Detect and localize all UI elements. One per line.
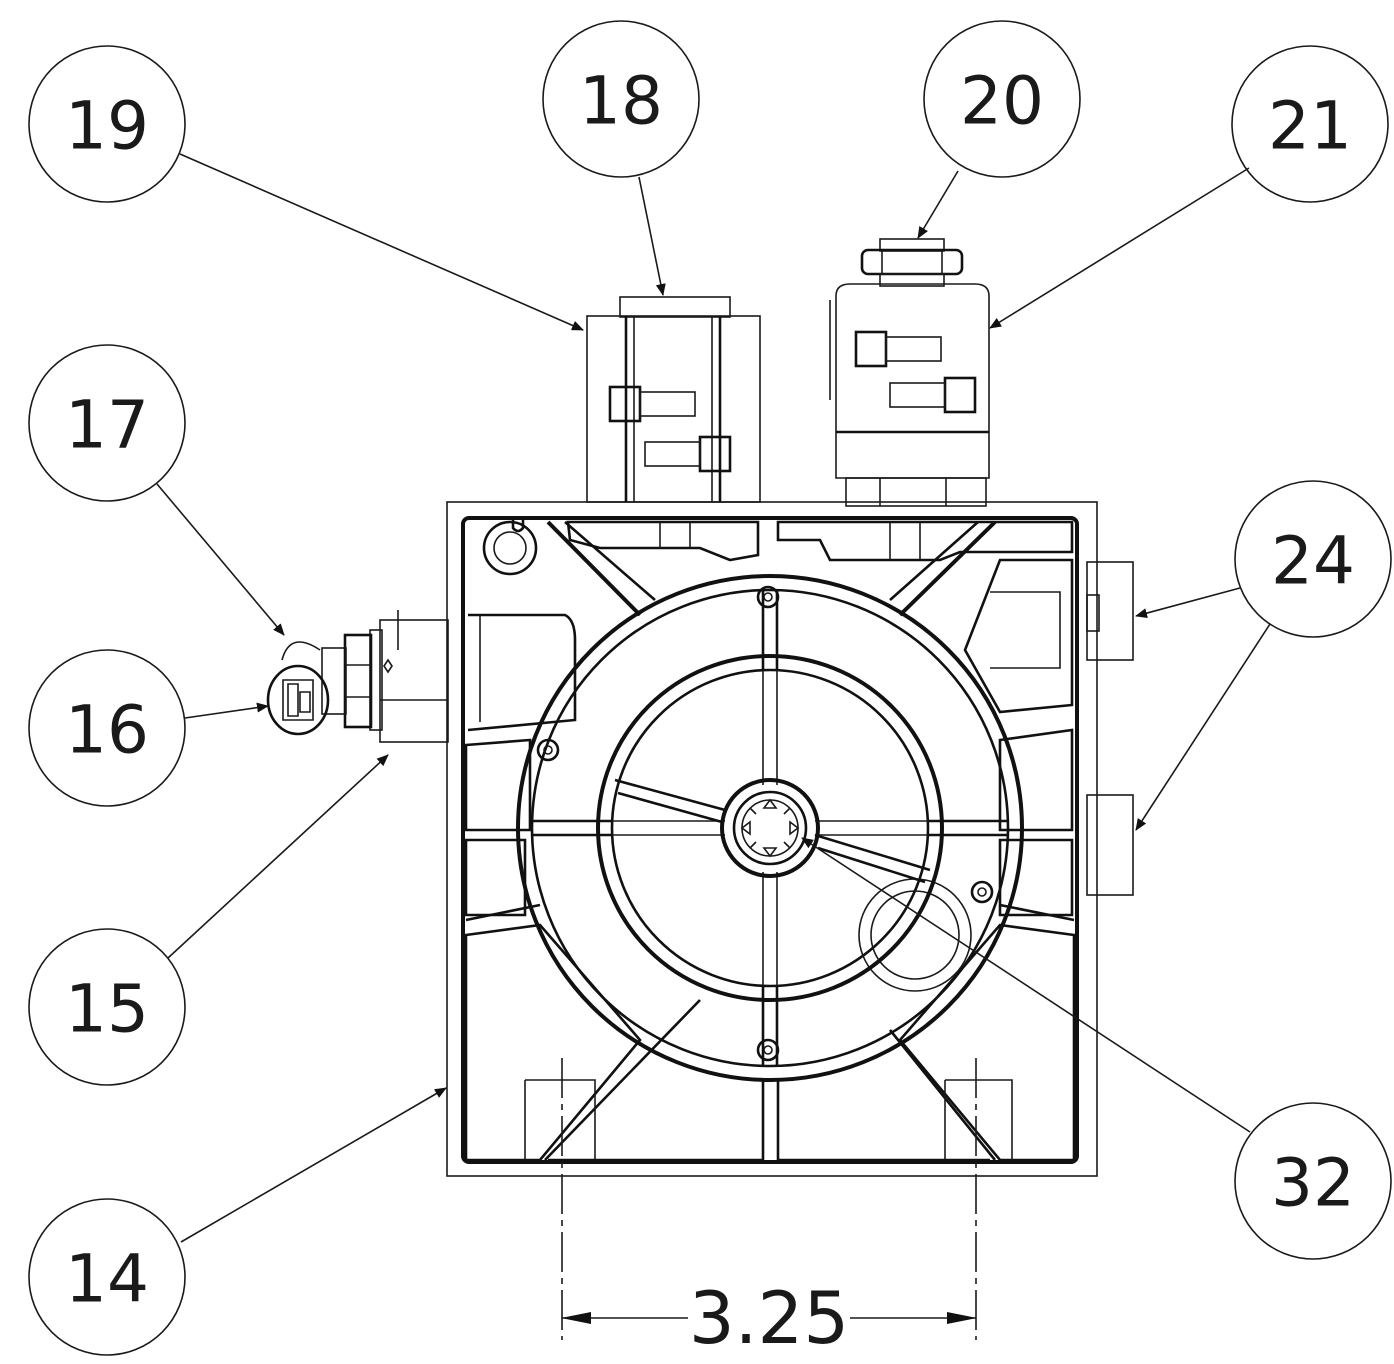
balloon-17: 17 bbox=[28, 344, 186, 502]
solenoid-valve-left bbox=[586, 296, 761, 503]
splined-shaft bbox=[720, 778, 820, 878]
bolt-lug-left bbox=[536, 738, 560, 762]
pump-body bbox=[446, 501, 1098, 1177]
balloon-16: 16 bbox=[28, 649, 186, 807]
balloon-20: 20 bbox=[923, 20, 1081, 178]
balloon-label: 17 bbox=[65, 387, 149, 464]
balloon-label: 15 bbox=[65, 971, 149, 1048]
leader-lines bbox=[156, 153, 1271, 1243]
dimension-value: 3.25 bbox=[689, 1276, 849, 1360]
balloon-label: 19 bbox=[65, 88, 149, 165]
balloon-21: 21 bbox=[1231, 45, 1389, 203]
balloon-label: 14 bbox=[65, 1241, 149, 1318]
left-fitting bbox=[266, 610, 449, 743]
balloon-19: 19 bbox=[28, 45, 186, 203]
balloon-label: 24 bbox=[1271, 523, 1355, 600]
balloon-32: 32 bbox=[1234, 1102, 1392, 1260]
balloon-24: 24 bbox=[1234, 480, 1392, 638]
balloon-label: 16 bbox=[65, 692, 149, 769]
balloon-15: 15 bbox=[28, 928, 186, 1086]
dimension-3-25: 3.25 bbox=[561, 1058, 977, 1360]
balloon-18: 18 bbox=[542, 20, 700, 178]
balloon-14: 14 bbox=[28, 1198, 186, 1356]
balloon-label: 20 bbox=[960, 63, 1044, 140]
bolt-lug-top bbox=[756, 585, 780, 609]
bolt-lug-bottom bbox=[756, 1038, 780, 1062]
balloon-label: 21 bbox=[1268, 88, 1352, 165]
bolt-lug-right bbox=[970, 880, 994, 904]
solenoid-valve-right bbox=[829, 238, 990, 507]
motor-mount-flange bbox=[516, 574, 1024, 1082]
right-ports bbox=[1086, 561, 1134, 896]
balloon-label: 32 bbox=[1271, 1145, 1355, 1222]
balloon-label: 18 bbox=[579, 63, 663, 140]
